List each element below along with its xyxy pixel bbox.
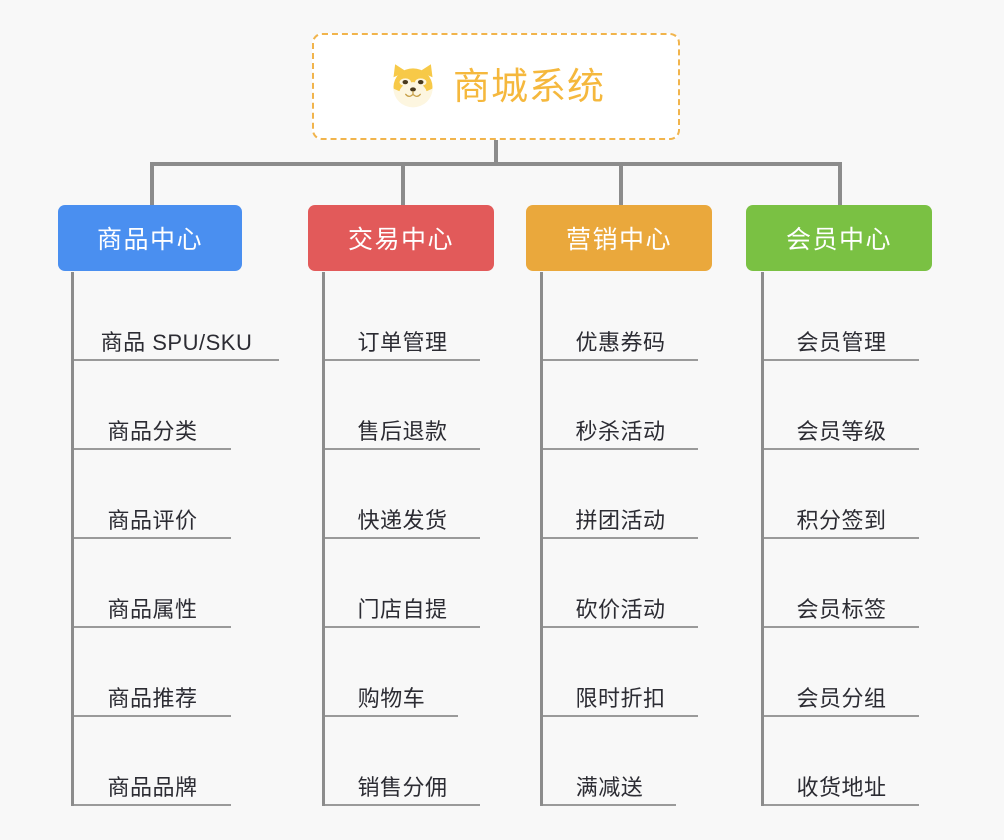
branch-box-product-center[interactable]: 商品中心: [58, 205, 242, 271]
leaf-item[interactable]: 快递发货: [325, 450, 480, 539]
branch-label: 营销中心: [565, 226, 672, 254]
leaf-item-label: 商品品牌: [107, 774, 198, 800]
leaf-item[interactable]: 收货地址: [764, 717, 919, 806]
connector-branch-drop-4: [838, 162, 842, 207]
leaf-item[interactable]: 会员标签: [764, 539, 919, 628]
connector-branch-drop-2: [401, 162, 405, 207]
leaf-item[interactable]: 会员管理: [764, 272, 919, 361]
leaf-item[interactable]: 商品评价: [74, 450, 231, 539]
branch-box-member-center[interactable]: 会员中心: [746, 205, 932, 271]
branch-label: 商品中心: [96, 226, 203, 254]
leaf-item[interactable]: 满减送: [543, 717, 676, 806]
leaf-item-label: 商品分类: [107, 418, 198, 444]
connector-branch-drop-3: [619, 162, 623, 207]
leaf-item-label: 商品评价: [107, 507, 198, 533]
connector-branch-drop-1: [150, 162, 154, 207]
leaf-spine: [540, 272, 543, 806]
leaf-item[interactable]: 拼团活动: [543, 450, 698, 539]
leaf-item[interactable]: 购物车: [325, 628, 458, 717]
leaf-item-label: 快递发货: [357, 507, 448, 533]
leaf-item-label: 满减送: [575, 774, 644, 800]
leaf-item[interactable]: 砍价活动: [543, 539, 698, 628]
leaf-spine: [322, 272, 325, 806]
leaf-item-label: 收货地址: [796, 774, 887, 800]
leaf-item-label: 会员标签: [796, 596, 887, 622]
leaf-item[interactable]: 售后退款: [325, 361, 480, 450]
leaf-item[interactable]: 商品分类: [74, 361, 231, 450]
leaf-item[interactable]: 门店自提: [325, 539, 480, 628]
root-node[interactable]: 商城系统: [312, 33, 680, 140]
connector-horizontal-bus: [150, 162, 842, 166]
leaf-item[interactable]: 会员分组: [764, 628, 919, 717]
leaf-item[interactable]: 限时折扣: [543, 628, 698, 717]
leaf-item-label: 会员管理: [796, 329, 887, 355]
leaf-item[interactable]: 销售分佣: [325, 717, 480, 806]
leaf-item-label: 订单管理: [357, 329, 448, 355]
leaf-item-label: 销售分佣: [357, 774, 448, 800]
leaf-item-label: 拼团活动: [575, 507, 666, 533]
branch-box-trade-center[interactable]: 交易中心: [308, 205, 494, 271]
leaf-item-label: 商品属性: [107, 596, 198, 622]
branch-box-marketing-center[interactable]: 营销中心: [526, 205, 712, 271]
leaf-item-label: 优惠券码: [575, 329, 666, 355]
leaf-item-label: 秒杀活动: [575, 418, 666, 444]
leaf-item[interactable]: 秒杀活动: [543, 361, 698, 450]
leaf-spine: [71, 272, 74, 806]
leaf-item-label: 砍价活动: [575, 596, 666, 622]
leaf-item-label: 购物车: [357, 685, 426, 711]
branch-label: 会员中心: [785, 226, 892, 254]
leaf-item-label: 积分签到: [796, 507, 887, 533]
leaf-item-label: 会员分组: [796, 685, 887, 711]
connector-root-drop: [494, 140, 498, 164]
root-title: 商城系统: [453, 66, 605, 107]
leaf-item-label: 门店自提: [357, 596, 448, 622]
leaf-item-label: 商品推荐: [107, 685, 198, 711]
leaf-item[interactable]: 商品品牌: [74, 717, 231, 806]
leaf-item[interactable]: 订单管理: [325, 272, 480, 361]
leaf-item-label: 商品 SPU/SKU: [100, 329, 253, 355]
leaf-item[interactable]: 会员等级: [764, 361, 919, 450]
leaf-item[interactable]: 积分签到: [764, 450, 919, 539]
leaf-item[interactable]: 商品属性: [74, 539, 231, 628]
leaf-item[interactable]: 商品推荐: [74, 628, 231, 717]
leaf-item[interactable]: 优惠券码: [543, 272, 698, 361]
leaf-item[interactable]: 商品 SPU/SKU: [74, 272, 279, 361]
leaf-spine: [761, 272, 764, 806]
leaf-item-label: 售后退款: [357, 418, 448, 444]
branch-label: 交易中心: [347, 226, 454, 254]
leaf-item-label: 限时折扣: [575, 685, 666, 711]
shiba-dog-face-icon: [393, 63, 433, 107]
leaf-item-label: 会员等级: [796, 418, 887, 444]
